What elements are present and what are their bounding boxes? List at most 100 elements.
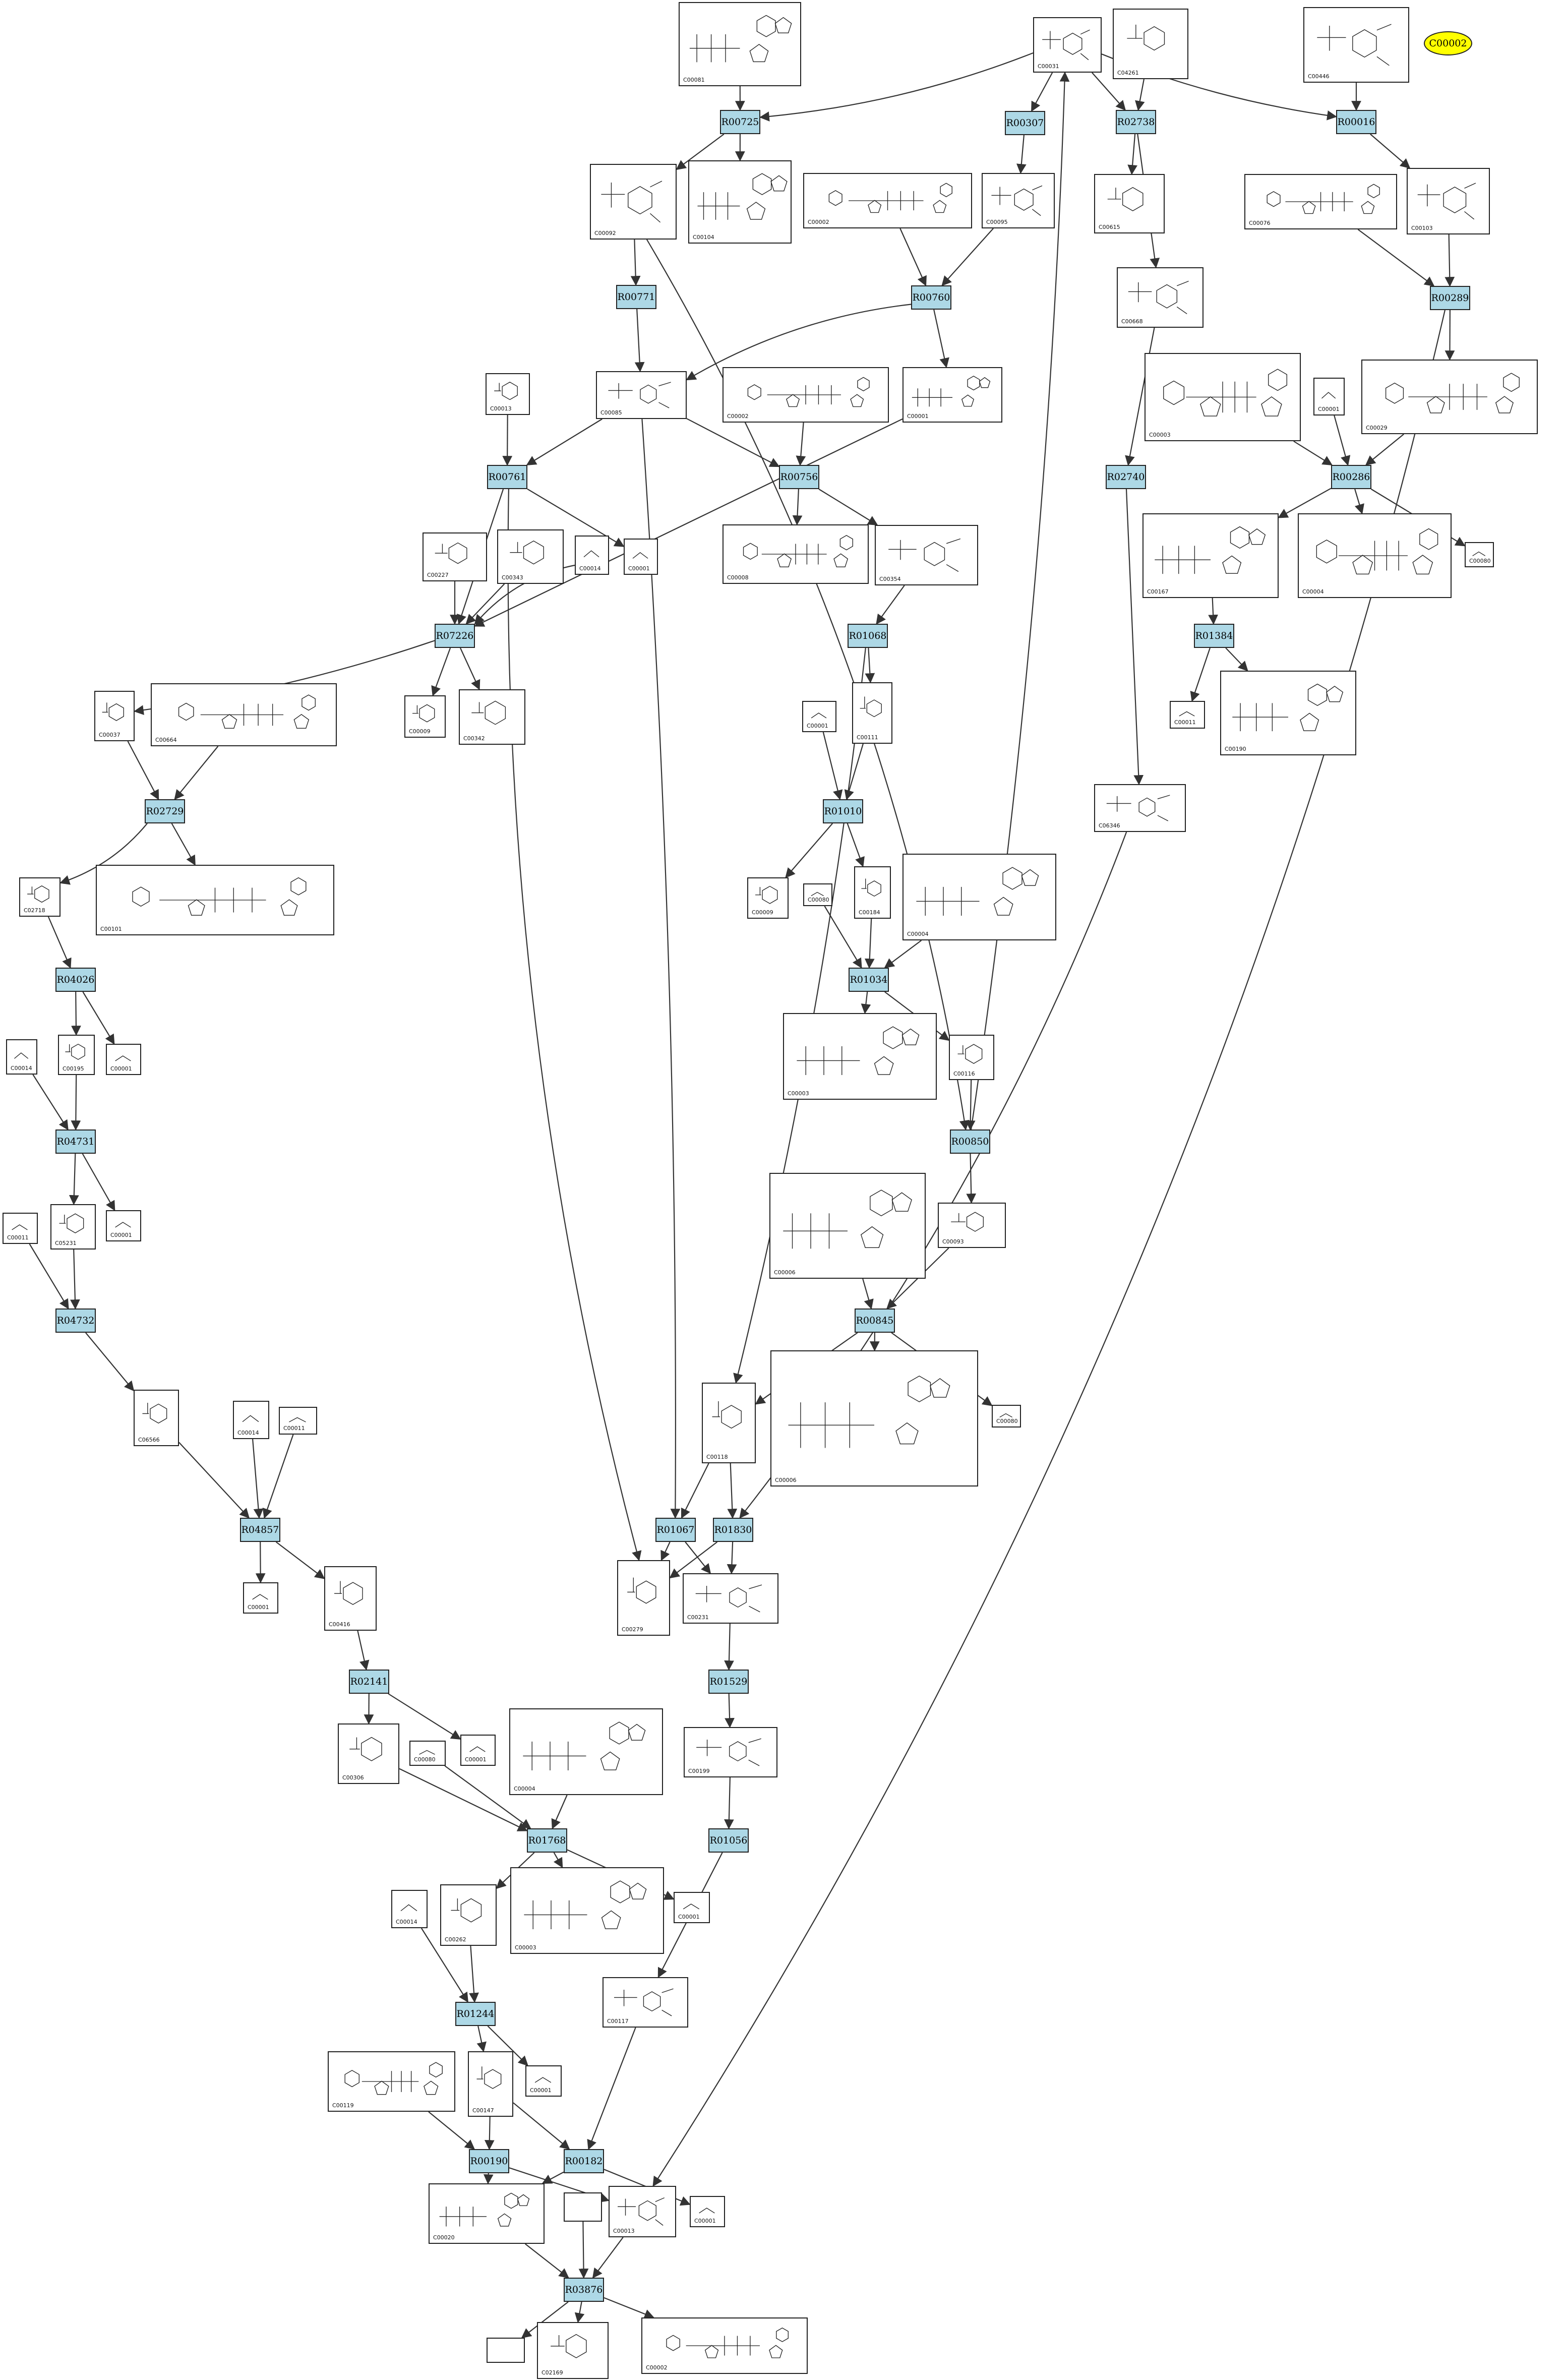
compound-c00002-a[interactable]: C00002: [803, 173, 972, 228]
compound-c02169[interactable]: C02169: [537, 2322, 609, 2379]
compound-c00668[interactable]: C00668: [1117, 267, 1203, 328]
compound-c00013[interactable]: C00013: [486, 373, 530, 415]
compound-c00103[interactable]: C00103: [1407, 168, 1490, 234]
compound-c00085[interactable]: C00085: [596, 371, 687, 419]
compound-c00195[interactable]: C00195: [58, 1035, 95, 1075]
compound-c00081[interactable]: C00081: [679, 2, 801, 86]
reaction-r00307[interactable]: R00307: [1005, 111, 1045, 135]
reaction-r01529[interactable]: R01529: [708, 1670, 749, 1694]
compound-c00013-b[interactable]: C00013: [609, 2186, 676, 2237]
compound-c00093[interactable]: C00093: [938, 1203, 1006, 1248]
compound-c00031-top[interactable]: C00031: [1033, 17, 1102, 73]
reaction-r00182[interactable]: R00182: [564, 2149, 604, 2173]
compound-c00011-a[interactable]: C00011: [1170, 701, 1205, 729]
compound-c00231[interactable]: C00231: [683, 1573, 778, 1624]
compound-c00001-e[interactable]: C00001: [106, 1044, 141, 1075]
compound-c00009-b[interactable]: C00009: [747, 877, 789, 919]
compound-c00014-b[interactable]: C00014: [6, 1039, 37, 1075]
compound-c00076[interactable]: C00076: [1244, 174, 1397, 229]
compound-c00011-c[interactable]: C00011: [279, 1407, 317, 1435]
reaction-r01384[interactable]: R01384: [1194, 624, 1234, 648]
reaction-r04026[interactable]: R04026: [55, 968, 96, 992]
compound-c00111[interactable]: C00111: [852, 682, 892, 744]
compound-c00664[interactable]: C00664: [151, 683, 337, 746]
reaction-r00761[interactable]: R00761: [487, 465, 527, 489]
reaction-r02740[interactable]: R02740: [1106, 465, 1146, 489]
reaction-r04731[interactable]: R04731: [55, 1129, 96, 1154]
compound-c00009-a[interactable]: C00009: [404, 695, 446, 738]
highlighted-compound-c00002[interactable]: C00002: [1424, 31, 1472, 55]
compound-c05231[interactable]: C05231: [50, 1204, 96, 1250]
compound-c00119[interactable]: C00119: [328, 2051, 455, 2112]
compound-c00342[interactable]: C00342: [459, 689, 525, 745]
compound-c00101[interactable]: C00101: [96, 865, 334, 935]
reaction-r00190[interactable]: R00190: [469, 2149, 509, 2173]
compound-c00116[interactable]: C00116: [949, 1035, 994, 1080]
compound-c00003-b[interactable]: C00003: [783, 1013, 937, 1100]
reaction-r02738[interactable]: R02738: [1116, 110, 1156, 134]
reaction-r04857[interactable]: R04857: [240, 1518, 280, 1542]
reaction-r00771[interactable]: R00771: [616, 285, 656, 309]
reaction-r00756[interactable]: R00756: [779, 465, 819, 489]
reaction-r01056[interactable]: R01056: [708, 1828, 749, 1853]
reaction-r00016[interactable]: R00016: [1336, 110, 1376, 134]
reaction-r07226[interactable]: R07226: [435, 624, 475, 648]
compound-c00001-d[interactable]: C00001: [802, 701, 836, 732]
compound-c00615[interactable]: C00615: [1094, 174, 1165, 233]
compound-c00014-a[interactable]: C00014: [575, 536, 609, 575]
reaction-r00845[interactable]: R00845: [855, 1308, 895, 1333]
reaction-r01010[interactable]: R01010: [823, 799, 863, 823]
compound-c00001-i[interactable]: C00001: [674, 1892, 710, 1923]
reaction-r01067[interactable]: R01067: [655, 1518, 696, 1542]
compound-c00002-b[interactable]: C00002: [723, 367, 889, 423]
compound-c00416[interactable]: C00416: [324, 1566, 377, 1631]
reaction-r02729[interactable]: R02729: [145, 799, 185, 823]
compound-c00001-h[interactable]: C00001: [460, 1735, 496, 1766]
reaction-r00850[interactable]: R00850: [950, 1129, 990, 1154]
compound-c00006-b[interactable]: C00006: [770, 1350, 978, 1486]
compound-c00446[interactable]: C00446: [1303, 7, 1409, 83]
compound-c06566[interactable]: C06566: [134, 1390, 179, 1446]
compound-c00001-c[interactable]: C00001: [624, 539, 658, 575]
compound-c00190[interactable]: C00190: [1220, 671, 1356, 755]
compound-c00001-f[interactable]: C00001: [106, 1210, 141, 1241]
compound-c04261[interactable]: C04261: [1113, 9, 1188, 79]
compound-c00004-b[interactable]: C00004: [902, 854, 1056, 940]
compound-c00262[interactable]: C00262: [440, 1884, 497, 1946]
compound-c02718[interactable]: C02718: [19, 877, 61, 917]
compound-c00184[interactable]: C00184: [854, 866, 891, 919]
reaction-r01830[interactable]: R01830: [713, 1518, 753, 1542]
reaction-r04732[interactable]: R04732: [55, 1308, 96, 1333]
compound-c00118[interactable]: C00118: [702, 1383, 756, 1463]
reaction-r00286[interactable]: R00286: [1331, 465, 1371, 489]
compound-blank-a[interactable]: [564, 2192, 602, 2222]
compound-c00354[interactable]: C00354: [875, 525, 978, 585]
compound-c00003-a[interactable]: C00003: [1145, 353, 1301, 441]
compound-c00001-k[interactable]: C00001: [690, 2196, 725, 2227]
compound-c00104[interactable]: C00104: [688, 160, 792, 244]
compound-c00227[interactable]: C00227: [423, 532, 487, 581]
compound-c00080-b[interactable]: C00080: [803, 883, 832, 906]
reaction-r00760[interactable]: R00760: [911, 285, 951, 310]
reaction-r02141[interactable]: R02141: [349, 1670, 389, 1694]
compound-c00199[interactable]: C00199: [684, 1727, 777, 1777]
compound-c00080-d[interactable]: C00080: [409, 1741, 446, 1766]
compound-c00014-d[interactable]: C00014: [391, 1890, 428, 1928]
reaction-r01068[interactable]: R01068: [848, 624, 888, 648]
compound-c00117[interactable]: C00117: [603, 1977, 688, 2028]
compound-c00014-c[interactable]: C00014: [233, 1401, 269, 1439]
compound-c00008[interactable]: C00008: [723, 524, 869, 584]
compound-c00001-a[interactable]: C00001: [902, 367, 1002, 423]
compound-c00306[interactable]: C00306: [338, 1723, 399, 1784]
compound-c00020[interactable]: C00020: [429, 2183, 545, 2244]
reaction-r01768[interactable]: R01768: [527, 1828, 567, 1853]
reaction-r03876[interactable]: R03876: [564, 2278, 604, 2302]
compound-c00002-c[interactable]: C00002: [641, 2317, 808, 2374]
compound-c00004-c[interactable]: C00004: [509, 1708, 663, 1795]
reaction-r00725[interactable]: R00725: [720, 110, 760, 134]
compound-c06346[interactable]: C06346: [1094, 784, 1186, 832]
compound-c00080-c[interactable]: C00080: [992, 1405, 1021, 1427]
compound-blank-b[interactable]: [487, 2338, 525, 2363]
compound-c00006-a[interactable]: C00006: [769, 1173, 926, 1279]
compound-c00279[interactable]: C00279: [617, 1560, 670, 1636]
